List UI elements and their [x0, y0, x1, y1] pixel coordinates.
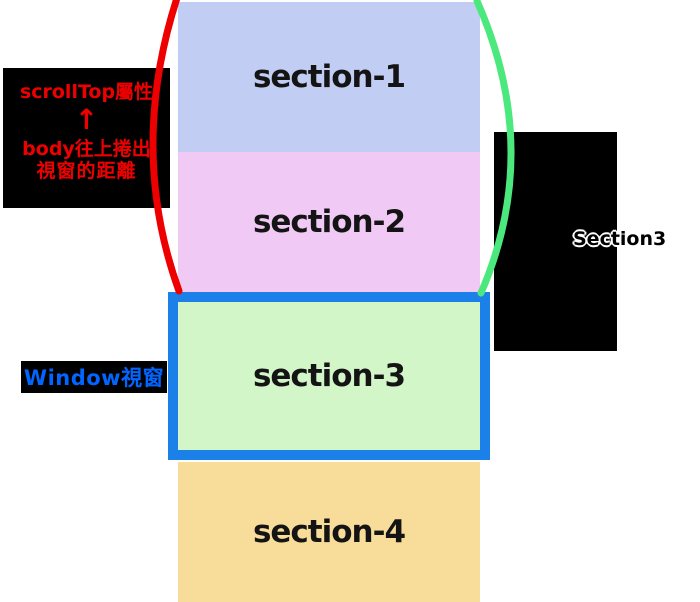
scrolltop-callout-title: scrollTop屬性 [19, 81, 154, 103]
window-viewport-box: section-3 [168, 292, 490, 460]
scrolltop-callout-line1: body往上捲出 [22, 138, 151, 160]
arrow-up-icon: ↑ [74, 103, 99, 136]
section-3-label: section-3 [252, 358, 406, 394]
section-1-block: section-1 [178, 2, 480, 152]
section-4-block: section-4 [178, 462, 480, 602]
scrolltop-callout-line2: 視窗的距離 [36, 160, 137, 182]
section-2-block: section-2 [178, 152, 480, 292]
window-viewport-label: Window視窗 [23, 366, 165, 390]
section-4-label: section-4 [252, 514, 406, 550]
window-viewport-callout: Window視窗 [21, 361, 167, 393]
section-2-label: section-2 [252, 204, 406, 240]
section-1-label: section-1 [252, 59, 406, 95]
right-callout-box [494, 132, 617, 351]
right-callout-label: Section3 [573, 228, 667, 250]
scrolltop-callout: scrollTop屬性 ↑ body往上捲出 視窗的距離 [3, 68, 170, 208]
